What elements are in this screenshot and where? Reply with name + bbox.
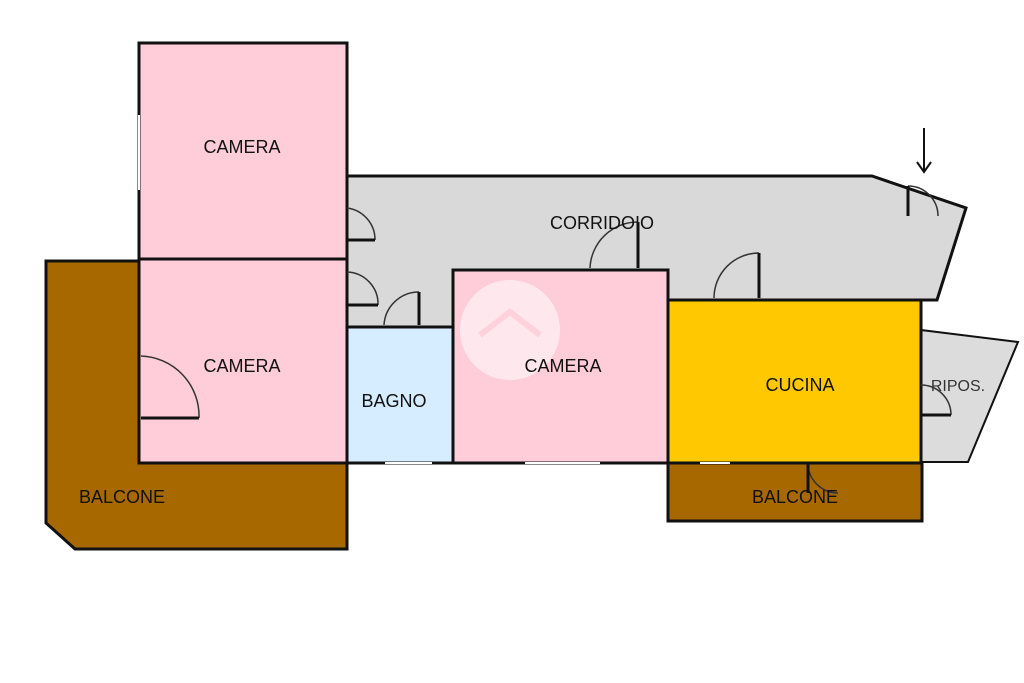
label-camera-left: CAMERA <box>203 356 280 376</box>
house-watermark-icon <box>460 280 560 380</box>
label-cucina: CUCINA <box>765 375 834 395</box>
room-camera-left <box>137 257 349 465</box>
arrow-down-icon <box>916 128 932 174</box>
door-swings <box>140 185 952 494</box>
label-bagno: BAGNO <box>361 391 426 411</box>
room-camera-top <box>137 41 349 261</box>
label-balcone-left: BALCONE <box>79 487 165 507</box>
label-balcone-right: BALCONE <box>752 487 838 507</box>
room-balcone-right <box>666 461 924 523</box>
label-camera-top: CAMERA <box>203 137 280 157</box>
label-ripostiglio: RIPOS. <box>931 378 985 395</box>
room-cucina <box>666 298 923 465</box>
room-ripostiglio <box>920 328 1020 463</box>
label-camera-center: CAMERA <box>524 356 601 376</box>
label-corridoio: CORRIDOIO <box>550 213 654 233</box>
